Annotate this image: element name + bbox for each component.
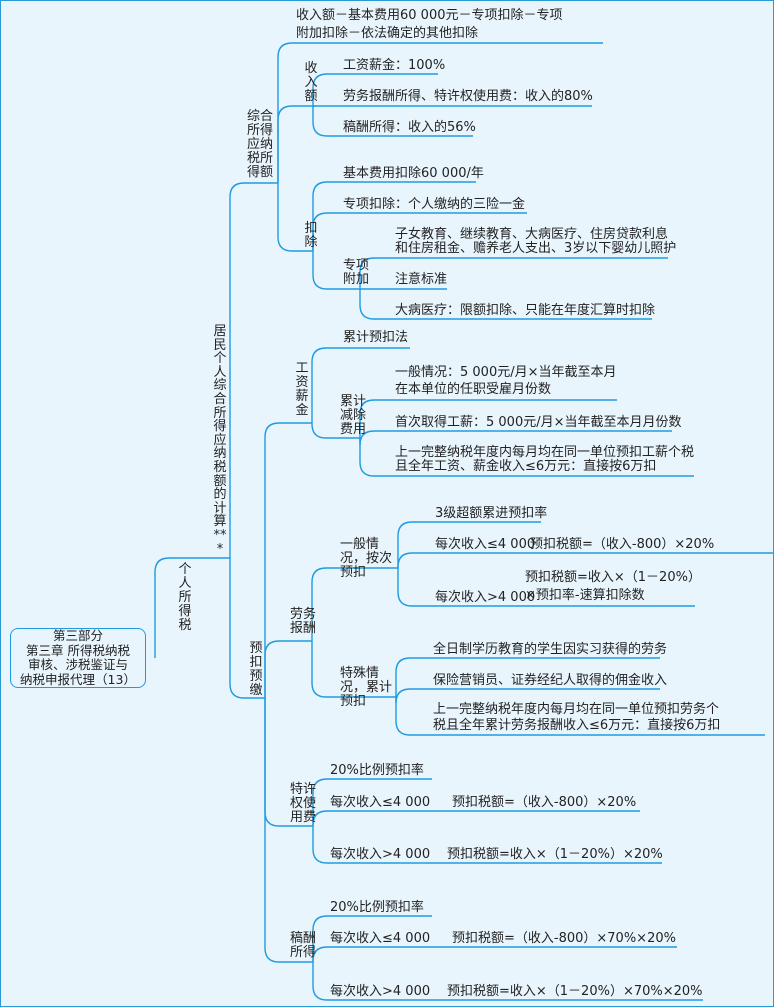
manuscript-le: 每次收入≤4 000	[330, 931, 431, 946]
royalty-le: 每次收入≤4 000	[330, 795, 431, 810]
deduction-item: 专项扣除：个人缴纳的三险一金	[343, 197, 526, 212]
connector-line	[229, 182, 278, 558]
labor-le-formula: 预扣税额=（收入-800）×20%	[530, 537, 715, 552]
deduction-item: 基本费用扣除60 000/年	[343, 166, 484, 181]
income-item: 稿酬所得：收入的56%	[343, 120, 476, 135]
connector-line	[229, 558, 265, 699]
connector-line	[395, 657, 660, 697]
connector-line	[312, 181, 476, 251]
connector-line	[397, 521, 541, 568]
royalty-gt: 每次收入>4 000	[330, 847, 431, 862]
manuscript-le-formula: 预扣税额=（收入-800）×70%×20%	[452, 931, 676, 946]
deduct-item: 上一完整纳税年度内每月均在同一单位预扣工薪个税	[395, 445, 695, 460]
connector-line	[312, 251, 360, 290]
labor-special-item: 保险营销员、证券经纪人取得的佣金收入	[433, 673, 668, 688]
special-item: 子女教育、继续教育、大病医疗、住房贷款利息	[395, 227, 669, 242]
connector-line	[312, 962, 703, 1001]
connector-line	[395, 697, 765, 736]
wages-method: 累计预扣法	[343, 330, 409, 345]
node-royalty[interactable]: 特许权使用费	[290, 782, 317, 825]
node-income[interactable]: 收入额	[304, 61, 318, 104]
root-line: 第三章 所得税纳税	[26, 642, 130, 658]
labor-gt: 每次收入>4 000	[435, 590, 536, 605]
connector-line	[311, 347, 410, 423]
root-node[interactable]: 第三部分 第三章 所得税纳税 审核、涉税鉴证与 纳税申报代理（13）	[10, 628, 146, 688]
labor-rate: 3级超额累进预扣率	[435, 506, 548, 521]
connector-line	[264, 640, 312, 698]
special-item: 大病医疗：限额扣除、只能在年度汇算时扣除	[395, 303, 656, 318]
labor-gt-formula: ×预扣率-速算扣除数	[525, 588, 645, 603]
connector-line	[312, 810, 640, 826]
connector-line	[264, 422, 312, 698]
connector-line	[359, 399, 617, 438]
manuscript-rate: 20%比例预扣率	[330, 900, 424, 915]
node-individual-income-tax[interactable]: 个人所得税	[178, 562, 192, 633]
formula-line: 附加扣除－依法确定的其他扣除	[296, 26, 479, 41]
node-wages[interactable]: 工资薪金	[295, 361, 309, 418]
connector-line	[312, 106, 473, 137]
manuscript-gt-formula: 预扣税额=收入×（1－20%）×70%×20%	[447, 984, 703, 999]
labor-special-item: 全日制学历教育的学生因实习获得的劳务	[433, 642, 668, 657]
node-taxable-income[interactable]: 综合所得应纳税所得额	[247, 109, 274, 180]
formula-line: 收入额－基本费用60 000元－专项扣除－专项	[296, 8, 563, 23]
node-labor[interactable]: 劳务报酬	[290, 607, 317, 636]
connector-line	[311, 567, 398, 641]
node-deduction[interactable]: 扣除	[304, 221, 318, 250]
connector-line	[359, 289, 652, 320]
connector-line	[264, 698, 313, 963]
node-resident-calc[interactable]: 居民个人综合所得应纳税额的计算***	[213, 324, 227, 557]
connector-line	[397, 552, 773, 568]
connector-line	[154, 557, 230, 658]
connector-line	[312, 778, 432, 826]
node-special-additional[interactable]: 专项附加	[343, 258, 370, 287]
special-item: 注意标准	[395, 272, 448, 287]
connector-line	[277, 183, 313, 252]
connector-line	[277, 105, 315, 183]
income-item: 劳务报酬所得、特许权使用费：收入的80%	[343, 89, 593, 104]
income-item: 工资薪金：100%	[343, 58, 446, 73]
node-manuscript[interactable]: 稿酬所得	[290, 931, 317, 960]
node-cumulative-deduction[interactable]: 累计减除费用	[340, 394, 367, 437]
connector-line	[311, 423, 360, 439]
royalty-rate: 20%比例预扣率	[330, 763, 424, 778]
labor-gt-formula: 预扣税额=收入×（1－20%）	[525, 570, 701, 585]
deduct-item: 一般情况：5 000元/月×当年截至本月	[395, 365, 617, 380]
connector-line	[359, 257, 668, 289]
deduct-item: 且全年工资、薪金收入≤6万元：直接按6万扣	[395, 459, 657, 474]
labor-special-item: 税且全年累计劳务报酬收入≤6万元：直接按6万扣	[433, 718, 721, 733]
connector-line	[312, 915, 432, 962]
royalty-gt-formula: 预扣税额=收入×（1－20%）×20%	[447, 847, 663, 862]
royalty-le-formula: 预扣税额=（收入-800）×20%	[452, 795, 637, 810]
manuscript-gt: 每次收入>4 000	[330, 984, 431, 999]
deduct-item: 首次取得工薪：5 000元/月×当年截至本月月份数	[395, 415, 682, 430]
connector-line	[312, 826, 662, 864]
connector-line	[395, 688, 660, 704]
labor-special-item: 上一完整纳税年度内每月均在同一单位预扣劳务个	[433, 702, 720, 717]
connector-line	[312, 946, 677, 962]
special-item: 和住房租金、赡养老人支出、3岁以下婴幼儿照护	[395, 241, 677, 256]
connector-line	[277, 42, 603, 183]
labor-le: 每次收入≤4 000	[435, 537, 536, 552]
connector-line	[312, 212, 527, 251]
connector-line	[312, 73, 438, 106]
node-labor-special[interactable]: 特殊情况，累计预扣	[340, 666, 393, 709]
root-line: 第三部分	[52, 628, 103, 643]
connector-line	[397, 568, 695, 607]
deduct-item: 在本单位的任职受雇月份数	[395, 382, 552, 397]
node-prepay[interactable]: 预扣预缴	[249, 641, 263, 698]
root-line: 纳税申报代理（13）	[20, 671, 136, 687]
connector-line	[311, 641, 396, 698]
root-line: 审核、涉税鉴证与	[27, 657, 128, 672]
connector-line	[359, 438, 694, 477]
node-labor-general[interactable]: 一般情况，按次预扣	[340, 537, 393, 580]
connector-line	[359, 430, 672, 446]
